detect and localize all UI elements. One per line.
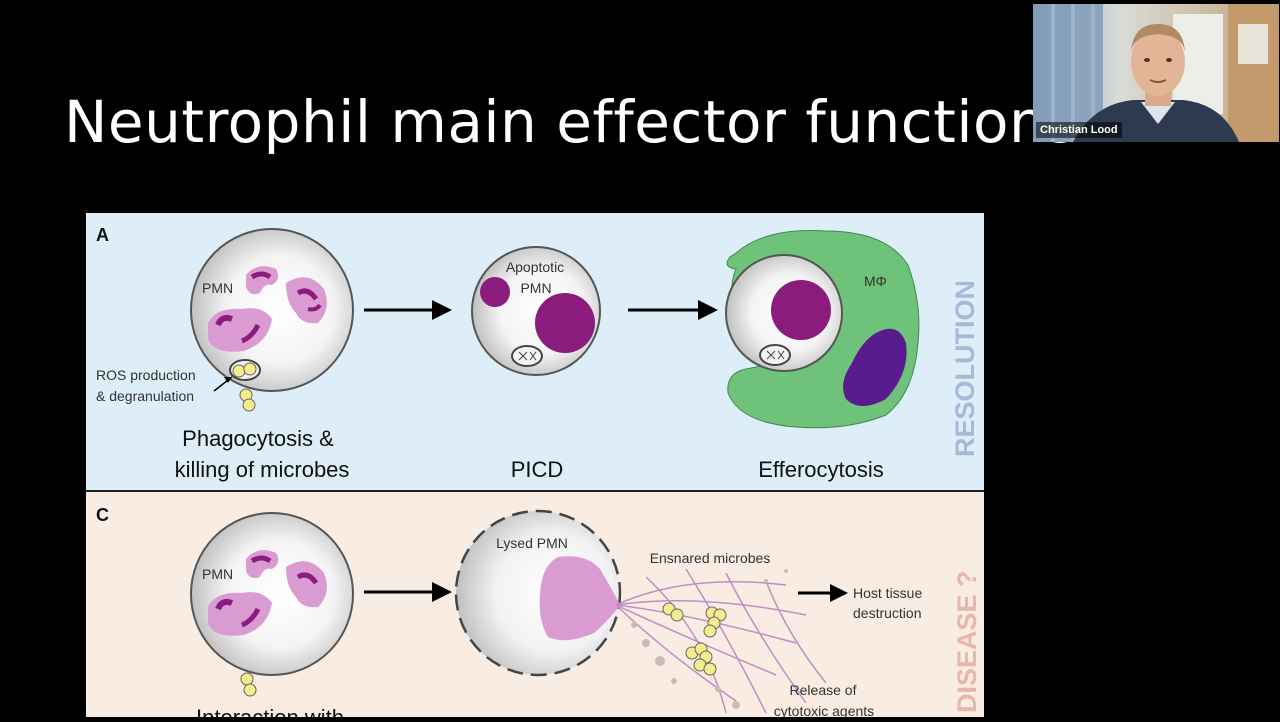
apoptotic-cell — [471, 246, 601, 376]
pmn-cell-a — [190, 228, 354, 412]
ensnared-microbes — [662, 602, 727, 676]
panel-a: A PMN ROS production & degranulati — [86, 213, 984, 490]
slide-title: Neutrophil main effector functions — [64, 88, 1077, 156]
pmn-cell-c — [190, 512, 354, 697]
panel-c: C PMN Interaction with — [86, 492, 984, 722]
pmn-label-a: PMN — [202, 280, 233, 296]
release-line1: Release of — [790, 682, 857, 698]
caption-efferocytosis: Efferocytosis — [758, 457, 884, 482]
macrophage-label: MΦ — [864, 273, 887, 289]
caption-phagocytosis-line1: Phagocytosis & — [182, 426, 334, 451]
apoptotic-label-line2: PMN — [520, 280, 551, 296]
macrophage — [725, 230, 920, 429]
disease-label: DISEASE ? — [952, 570, 982, 713]
caption-phagocytosis-line2: killing of microbes — [175, 457, 350, 482]
panel-divider — [86, 490, 984, 492]
neutrophil-figure: A PMN ROS production & degranulati — [86, 213, 984, 722]
panel-c-letter: C — [96, 505, 109, 525]
ros-label-line1: ROS production — [96, 367, 196, 383]
debris — [631, 569, 788, 709]
lysed-cell — [454, 509, 622, 677]
panel-a-letter: A — [96, 225, 109, 245]
host-tissue-line1: Host tissue — [853, 585, 922, 601]
caption-interaction-partial: Interaction with — [196, 705, 344, 717]
ensnared-label: Ensnared microbes — [650, 550, 771, 566]
host-tissue-line2: destruction — [853, 605, 921, 621]
lysed-label: Lysed PMN — [496, 535, 568, 551]
participant-name: Christian Lood — [1036, 122, 1122, 138]
resolution-label: RESOLUTION — [950, 280, 980, 457]
release-line2: cytotoxic agents — [774, 703, 874, 717]
apoptotic-label-line1: Apoptotic — [506, 259, 564, 275]
participant-video[interactable] — [1033, 4, 1279, 142]
pmn-label-c: PMN — [202, 566, 233, 582]
ros-label-line2: & degranulation — [96, 388, 194, 404]
participant-avatar — [1033, 4, 1279, 142]
caption-picd: PICD — [511, 457, 564, 482]
